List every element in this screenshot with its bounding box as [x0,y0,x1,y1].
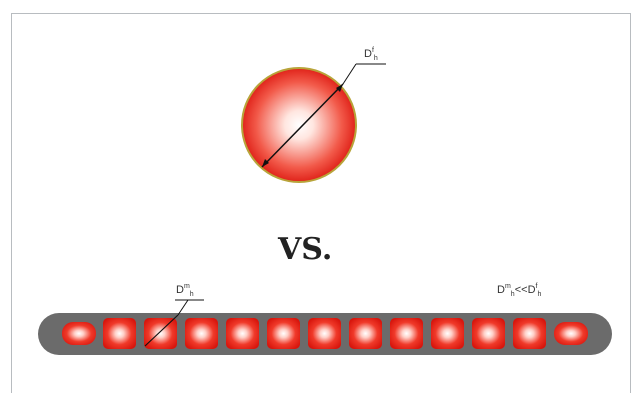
comparison-label: Dmh<<Dfh [497,283,542,298]
small-droplet [431,318,464,349]
small-droplet [513,318,546,349]
small-diameter-label: Dmh [176,283,194,298]
large-droplet [241,67,357,183]
small-droplet [472,318,505,349]
small-droplet [390,318,423,349]
large-leader-line [342,63,357,85]
small-droplet [103,318,136,349]
large-diameter-label: Dfh [364,47,378,62]
large-diameter-arrow-start [262,159,269,167]
small-droplet [185,318,218,349]
droplet-train [62,318,588,349]
small-droplet [226,318,259,349]
small-diameter-line [144,314,179,347]
small-droplet [267,318,300,349]
small-droplet [308,318,341,349]
vs-text: VS. [278,232,333,267]
large-diameter-line [261,83,344,168]
small-leader-line [177,299,189,316]
large-diameter-arrow-end [336,84,343,92]
diagram-canvas [38,63,612,355]
figure-frame [11,13,631,393]
small-droplet [349,318,382,349]
small-droplet [62,322,96,345]
small-droplet [554,322,588,345]
small-droplet [144,318,177,349]
